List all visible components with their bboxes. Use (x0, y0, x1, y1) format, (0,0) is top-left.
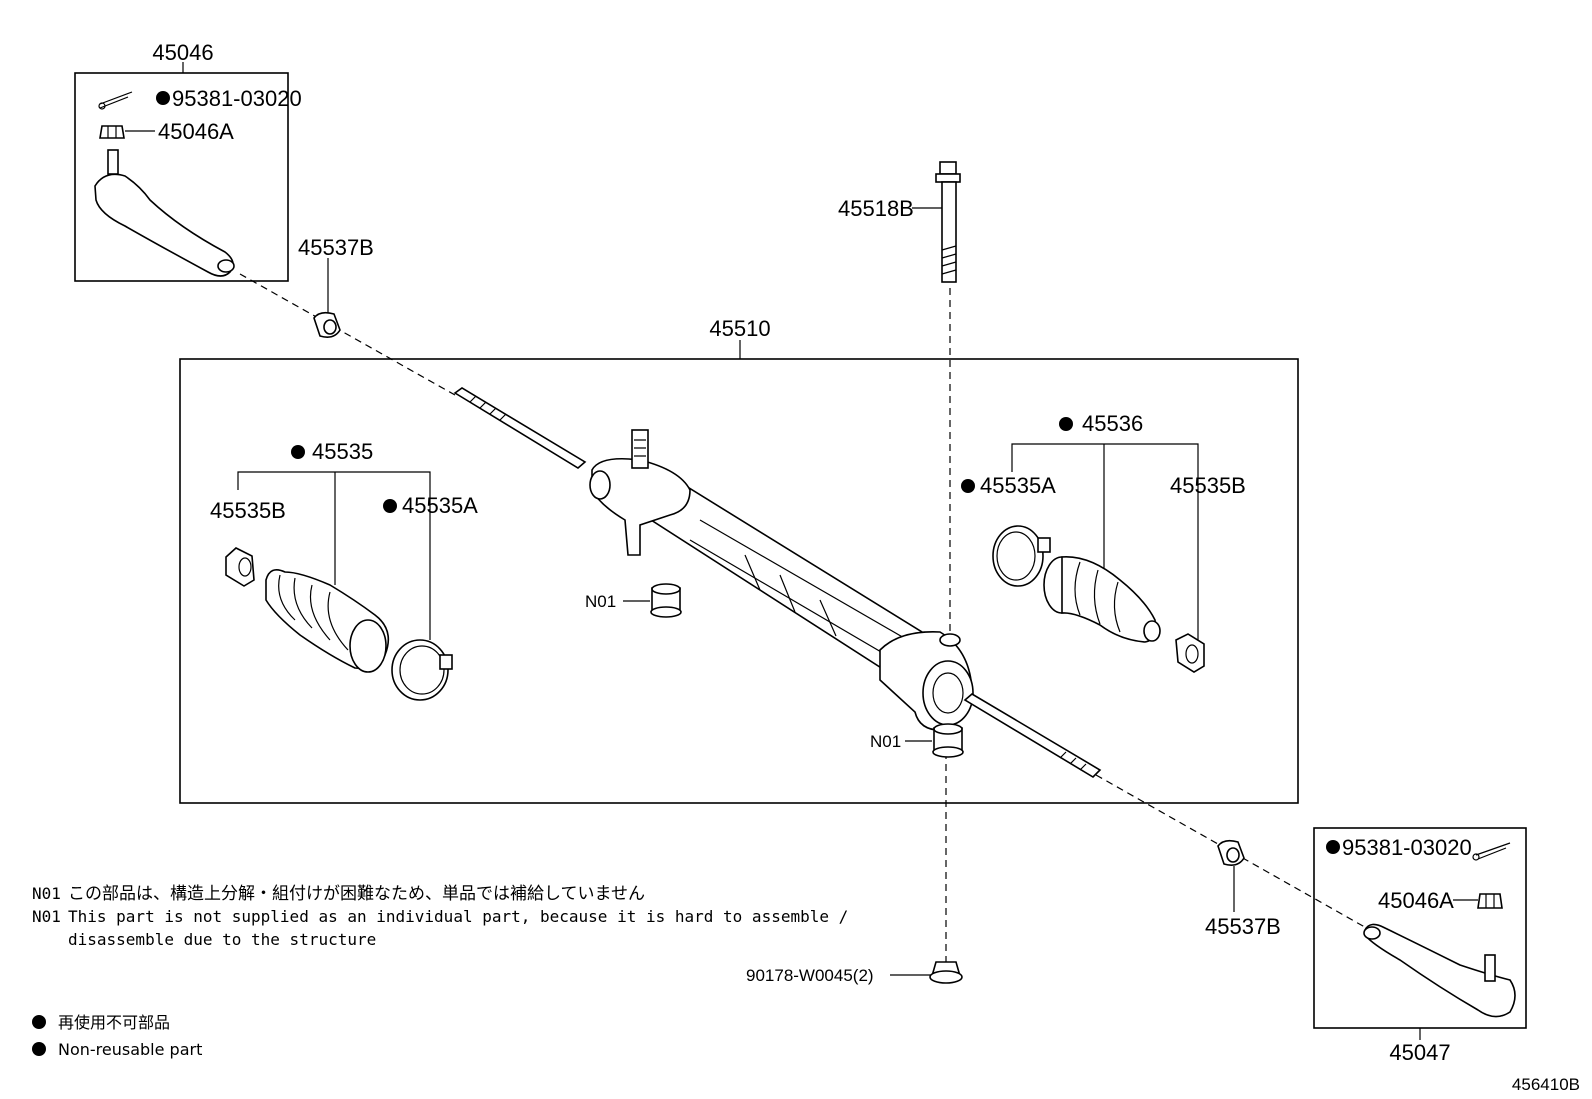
label-tie-rod-end-lh: 45046 (152, 40, 213, 65)
note-n01-en-line1: This part is not supplied as an individu… (68, 907, 848, 926)
label-boot-kit-right: 45536 (1082, 411, 1143, 436)
label-clamp-top: 45537B (298, 235, 374, 260)
label-nut-bolt: 90178-W0045(2) (746, 966, 874, 985)
label-cotter-pin-top: 95381-03020 (172, 86, 302, 111)
label-band-right: 45535A (980, 473, 1056, 498)
cotter-pin-icon (1472, 842, 1511, 861)
boot-right-icon (1043, 556, 1161, 643)
note-n01-jp: この部品は、構造上分解・組付けが困難なため、単品では補給していません (68, 884, 645, 904)
steering-rack-icon (453, 387, 1102, 779)
label-boot-kit-left: 45535 (312, 439, 373, 464)
diagram-id: 456410B (1512, 1075, 1580, 1094)
nonreusable-marker-icon (383, 499, 397, 513)
legend-nonreusable-en: Non-reusable part (58, 1040, 202, 1059)
box-gear-assy (179, 358, 1299, 804)
label-clamp-bottom: 45537B (1205, 914, 1281, 939)
bushing-n01-a-icon (650, 583, 682, 618)
box-tie-rod-end-lh (74, 72, 289, 282)
nonreusable-marker-icon (961, 479, 975, 493)
boot-left-icon (265, 569, 390, 673)
castle-nut-icon (1477, 893, 1503, 909)
clamp-top-icon (313, 311, 341, 338)
label-clip-left: 45535B (210, 498, 286, 523)
nonreusable-marker-icon (1326, 840, 1340, 854)
label-bolt: 45518B (838, 196, 914, 221)
clamp-bottom-icon (1217, 839, 1245, 866)
label-nut-top: 45046A (158, 119, 234, 144)
note-n01-en-line2: disassemble due to the structure (68, 930, 376, 949)
clip-left-icon (225, 547, 255, 587)
label-cotter-pin-bottom: 95381-03020 (1342, 835, 1472, 860)
label-n01-a: N01 (585, 592, 616, 611)
label-tie-rod-end-rh: 45047 (1389, 1040, 1450, 1065)
nonreusable-marker-icon (1059, 417, 1073, 431)
nonreusable-marker-icon (291, 445, 305, 459)
band-right-icon (992, 525, 1051, 587)
label-n01-b: N01 (870, 732, 901, 751)
note-n01-en-code: N01 (32, 907, 61, 926)
label-clip-right: 45535B (1170, 473, 1246, 498)
legend-marker-icon (32, 1042, 46, 1056)
band-left-icon (391, 639, 453, 701)
castle-nut-icon (99, 125, 125, 139)
nonreusable-marker-icon (156, 91, 170, 105)
bushing-n01-b-icon (932, 723, 964, 758)
bolt-icon (935, 161, 961, 283)
tie-rod-end-rh-icon (1363, 923, 1516, 1018)
label-nut-bottom: 45046A (1378, 888, 1454, 913)
assembly-line-left (239, 273, 456, 396)
label-band-left: 45535A (402, 493, 478, 518)
legend-nonreusable-jp: 再使用不可部品 (58, 1013, 170, 1032)
label-gear-assy: 45510 (709, 316, 770, 341)
tie-rod-end-lh-icon (94, 149, 235, 277)
legend-marker-icon (32, 1015, 46, 1029)
clip-right-icon (1175, 633, 1205, 673)
note-n01-jp-code: N01 (32, 884, 61, 903)
flange-nut-icon (929, 961, 963, 984)
cotter-pin-icon (98, 91, 133, 110)
